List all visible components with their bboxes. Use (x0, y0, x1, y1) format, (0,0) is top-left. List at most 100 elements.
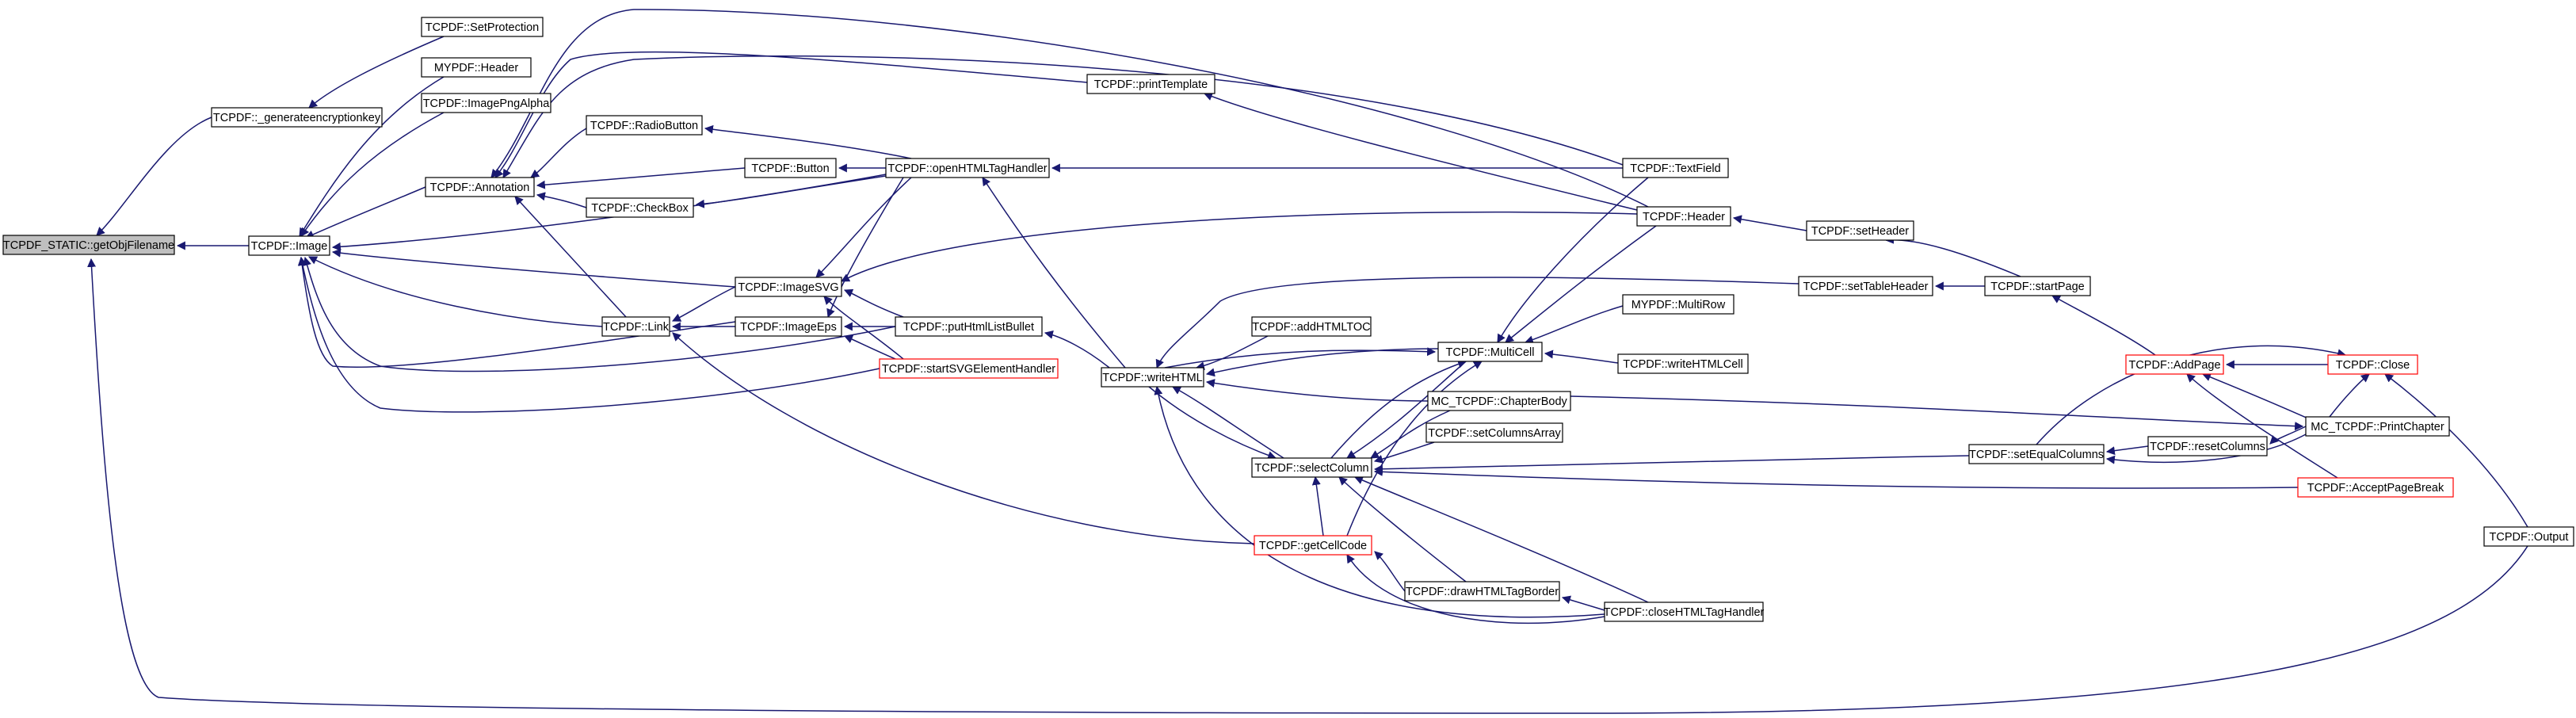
edge-listbullet-to-imagesvg (843, 288, 904, 318)
node-imageeps[interactable]: TCPDF::ImageEps (735, 316, 842, 337)
node-image[interactable]: TCPDF::Image (248, 235, 330, 256)
edge-getcellcode-to-multicell (1346, 361, 1483, 537)
node-box (1086, 74, 1215, 94)
edge-opentag-to-imageeps (826, 177, 904, 319)
node-label: TCPDF::selectColumn (1254, 462, 1368, 475)
node-label: TCPDF::writeHTML (1102, 372, 1202, 384)
node-genkey[interactable]: TCPDF::_generateencryptionkey (211, 107, 383, 128)
edge-listbullet-to-image (303, 256, 896, 372)
node-startpage[interactable]: TCPDF::startPage (1984, 276, 2091, 296)
node-label: TCPDF::setColumnsArray (1428, 427, 1561, 440)
node-box (1622, 294, 1735, 315)
node-printtpl[interactable]: TCPDF::printTemplate (1086, 74, 1215, 94)
node-label: TCPDF::startPage (1990, 281, 2084, 293)
node-box (421, 57, 532, 78)
node-label: TCPDF::startSVGElementHandler (882, 363, 1055, 376)
edge-textfield-to-multicell (1497, 177, 1649, 343)
node-label: TCPDF::ImageSVG (738, 281, 838, 294)
node-label: TCPDF::setTableHeader (1803, 281, 1929, 293)
node-box (601, 316, 670, 337)
node-label: TCPDF::getCellCode (1259, 540, 1367, 552)
node-label: TCPDF::Link (603, 321, 670, 334)
edge-opentag-to-checkbox (695, 175, 887, 208)
node-label: TCPDF::setHeader (1811, 225, 1909, 238)
edge-link-to-image (308, 256, 603, 327)
node-writecell[interactable]: TCPDF::writeHTMLCell (1617, 353, 1749, 374)
edge-addtoc-to-writehtml (1195, 335, 1269, 371)
node-addpage[interactable]: TCPDF::AddPage (2125, 354, 2224, 375)
edge-imagesvg-to-link (672, 286, 736, 322)
edge-drawborder-to-selectcol (1338, 476, 1467, 582)
edge-acceptbreak-to-selectcol (1373, 467, 2299, 489)
node-multicell[interactable]: TCPDF::MultiCell (1437, 342, 1543, 362)
node-setcolarr[interactable]: TCPDF::setColumnsArray (1425, 422, 1563, 443)
edge-printchapter-to-resetcols (2269, 426, 2307, 445)
node-mymultirow[interactable]: MYPDF::MultiRow (1622, 294, 1735, 315)
node-annotation[interactable]: TCPDF::Annotation (425, 177, 535, 197)
node-listbullet[interactable]: TCPDF::putHtmlListBullet (895, 316, 1043, 337)
node-drawborder[interactable]: TCPDF::drawHTMLTagBorder (1404, 581, 1560, 602)
node-imagesvg[interactable]: TCPDF::ImageSVG (735, 277, 842, 297)
edge-output-to-root (87, 258, 2528, 714)
node-label: MYPDF::MultiRow (1631, 299, 1726, 311)
node-root[interactable]: TCPDF_STATIC::getObjFilename (2, 235, 175, 255)
node-box (211, 107, 383, 128)
node-output[interactable]: TCPDF::Output (2483, 526, 2574, 547)
node-link[interactable]: TCPDF::Link (601, 316, 670, 337)
node-seteqcols[interactable]: TCPDF::setEqualColumns (1968, 444, 2105, 464)
graph-nodes: TCPDF_STATIC::getObjFilename TCPDF::_gene… (2, 17, 2574, 622)
node-setprot[interactable]: TCPDF::SetProtection (421, 17, 544, 37)
node-box (1622, 158, 1729, 178)
node-opentag[interactable]: TCPDF::openHTMLTagHandler (885, 158, 1050, 178)
edge-textfield-to-annotation (502, 55, 1624, 178)
edge-multicell-to-selectcol (1346, 361, 1467, 459)
node-box (895, 316, 1043, 337)
edge-checkbox-to-annotation (536, 192, 587, 208)
node-setheader[interactable]: TCPDF::setHeader (1806, 220, 1914, 241)
node-box (1984, 276, 2091, 296)
edge-genkey-to-root (96, 116, 212, 236)
node-box (1251, 457, 1372, 478)
node-checkbox[interactable]: TCPDF::CheckBox (586, 197, 694, 218)
node-close[interactable]: TCPDF::Close (2327, 354, 2418, 375)
node-textfield[interactable]: TCPDF::TextField (1622, 158, 1729, 178)
node-acceptbreak[interactable]: TCPDF::AcceptPageBreak (2297, 477, 2454, 498)
node-svghandler[interactable]: TCPDF::startSVGElementHandler (879, 358, 1059, 379)
node-box (1425, 422, 1563, 443)
node-label: TCPDF::Image (251, 240, 328, 253)
node-pngalpha[interactable]: TCPDF::ImagePngAlpha (421, 93, 551, 113)
node-label: TCPDF::TextField (1630, 162, 1720, 175)
edge-selectcol-to-multicell (1330, 360, 1467, 459)
node-label: TCPDF::putHtmlListBullet (903, 321, 1034, 334)
edge-writehtml-to-selectcol (1148, 386, 1277, 460)
node-selectcol[interactable]: TCPDF::selectColumn (1251, 457, 1372, 478)
edge-settblhdr-to-writehtml (1155, 277, 1799, 369)
node-writehtml[interactable]: TCPDF::writeHTML (1101, 367, 1204, 388)
node-settblhdr[interactable]: TCPDF::setTableHeader (1798, 276, 1933, 296)
node-box (2483, 526, 2574, 547)
edge-output-to-close (2384, 373, 2528, 528)
edge-writecell-to-multicell (1544, 349, 1619, 364)
node-closetag[interactable]: TCPDF::closeHTMLTagHandler (1604, 602, 1765, 622)
node-box (2, 235, 175, 255)
node-getcellcode[interactable]: TCPDF::getCellCode (1254, 535, 1372, 556)
node-chapterbody[interactable]: MC_TCPDF::ChapterBody (1427, 391, 1571, 411)
node-button[interactable]: TCPDF::Button (744, 158, 837, 178)
node-box (1437, 342, 1543, 362)
edge-closetag-to-writehtml (1154, 385, 1605, 618)
node-box (735, 277, 842, 297)
node-label: MC_TCPDF::PrintChapter (2311, 421, 2444, 433)
edge-multicell-to-writehtml (1205, 348, 1439, 377)
node-addtoc[interactable]: TCPDF::addHTMLTOC (1251, 316, 1372, 337)
node-header[interactable]: TCPDF::Header (1636, 206, 1731, 227)
edge-mymultirow-to-multicell (1524, 305, 1624, 344)
node-resetcols[interactable]: TCPDF::resetColumns (2147, 436, 2268, 456)
node-radio[interactable]: TCPDF::RadioButton (586, 115, 703, 136)
edge-annotation-to-image (304, 186, 426, 239)
node-printchapter[interactable]: MC_TCPDF::PrintChapter (2305, 416, 2450, 437)
node-myheader[interactable]: MYPDF::Header (421, 57, 532, 78)
edge-getcellcode-to-selectcol (1311, 475, 1324, 537)
node-label: TCPDF::Annotation (430, 181, 530, 194)
edge-pngalpha-to-image (300, 112, 445, 237)
node-box (421, 93, 551, 113)
